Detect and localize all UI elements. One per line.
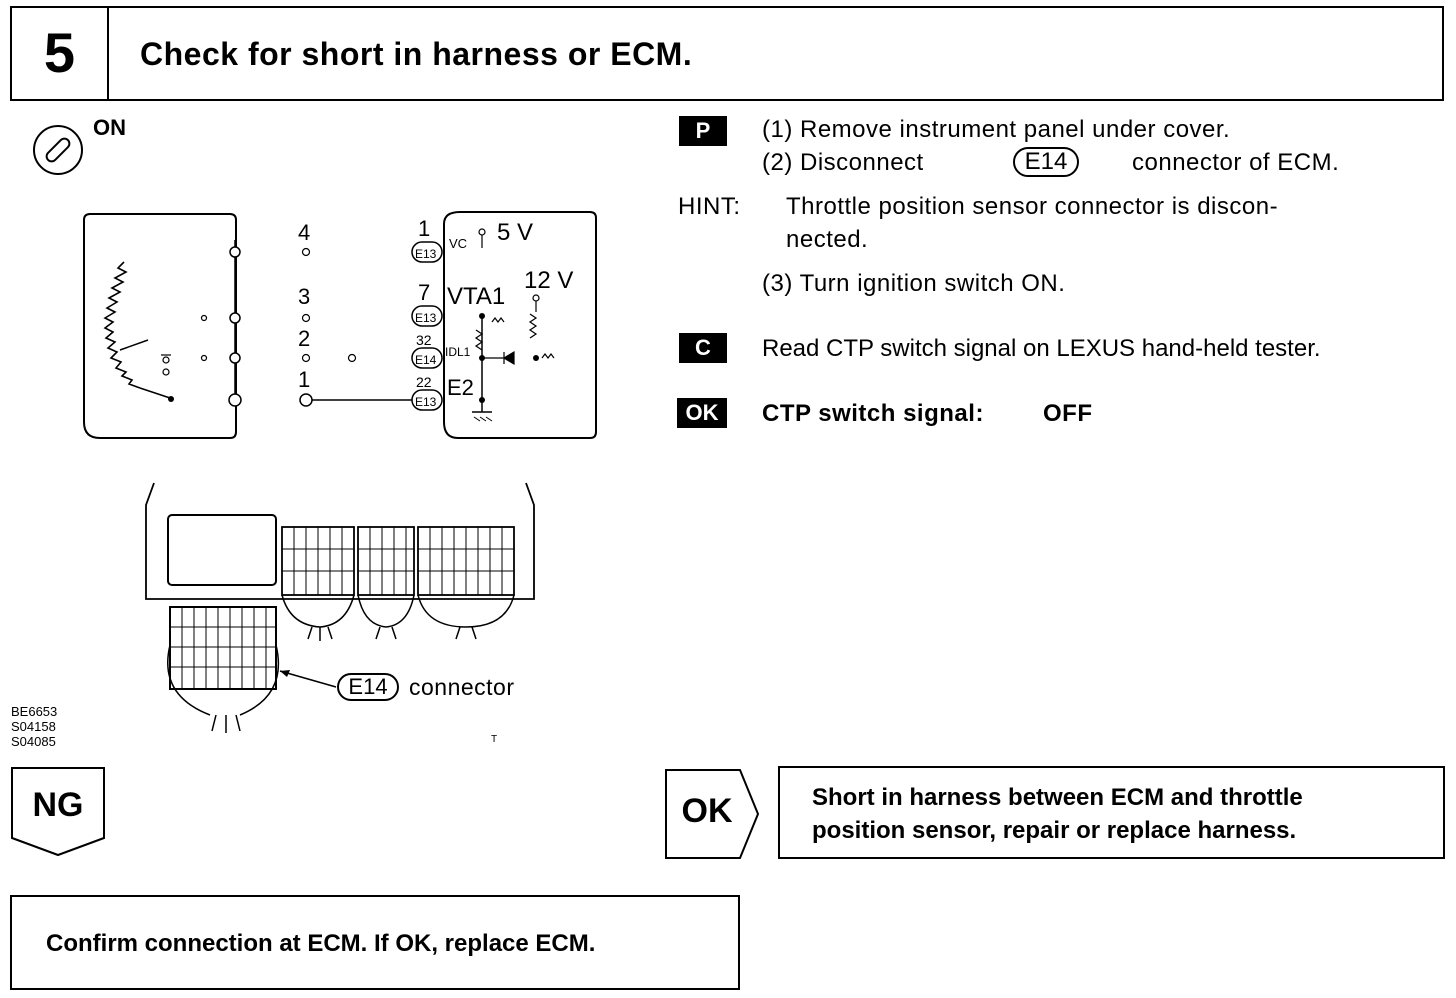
ecm-housing — [443, 211, 597, 439]
ng-result-text: Confirm connection at ECM. If OK, replac… — [46, 930, 596, 957]
figure-code-2: S04158 — [11, 719, 56, 734]
ng-label: NG — [32, 786, 84, 824]
step-number: 5 — [43, 21, 76, 84]
figure-mark: T — [491, 734, 498, 745]
sensor-pin-2: 2 — [298, 326, 310, 351]
step-header: 5 Check for short in harness or ECM. — [10, 6, 1444, 101]
voltage-5v: 5 V — [497, 219, 533, 246]
connector-tag-2: E13 — [415, 311, 437, 325]
ecm-pin-32: 32 — [416, 332, 432, 348]
e14-connector-label: connector — [409, 674, 515, 700]
c-text: Read CTP switch signal on LEXUS hand-hel… — [762, 335, 1321, 362]
connector-tag-4: E13 — [415, 395, 437, 409]
c-tag: C — [679, 333, 727, 363]
terminal-vc: VC — [449, 236, 467, 251]
ok-value: OFF — [1043, 400, 1093, 427]
figure-code-3: S04085 — [11, 734, 56, 749]
figure-code-1: BE6653 — [11, 704, 58, 719]
ecm-pin-22: 22 — [416, 374, 432, 390]
ok-tag: OK — [677, 398, 727, 428]
ng-result-marker — [11, 767, 105, 857]
terminal-e2: E2 — [447, 375, 474, 400]
p-line-2-connector: E14 — [1013, 147, 1079, 177]
ok-result-marker — [665, 769, 760, 859]
sensor-pin-3: 3 — [298, 284, 310, 309]
ng-result-box: Confirm connection at ECM. If OK, replac… — [10, 895, 740, 990]
connector-tag-1: E13 — [415, 247, 437, 261]
ok-result-box: Short in harness between ECM and throttl… — [778, 766, 1445, 859]
wiring-diagram: 4 3 2 1 E13 E13 E14 E13 1 7 32 22 VC VTA… — [83, 211, 597, 439]
ok-result-label: OK — [681, 792, 733, 830]
ignition-key-icon — [33, 125, 83, 175]
throttle-sensor-housing — [83, 213, 237, 439]
terminal-vta1: VTA1 — [447, 283, 505, 310]
ok-result-text-2: position sensor, repair or replace harne… — [812, 817, 1297, 844]
p-tag: P — [679, 116, 727, 146]
e14-connector-tag: E14 — [337, 673, 399, 701]
connector-tag-3: E14 — [415, 353, 437, 367]
ecm-connector-illustration — [145, 482, 535, 733]
ecm-pin-7: 7 — [418, 280, 430, 305]
step-title: Check for short in harness or ECM. — [140, 36, 693, 72]
step-number-cell — [12, 8, 109, 99]
sensor-pin-4: 4 — [298, 220, 310, 245]
terminal-idl1: IDL1 — [445, 345, 471, 359]
p-line-2-prefix: (2) Disconnect — [762, 149, 924, 176]
p-line-1: (1) Remove instrument panel under cover. — [762, 116, 1231, 143]
ecm-pin-1: 1 — [418, 216, 430, 241]
ok-label: CTP switch signal: — [762, 400, 984, 427]
voltage-12v: 12 V — [524, 267, 573, 294]
p-line-2-suffix: connector of ECM. — [1132, 149, 1340, 176]
hint-label: HINT: — [678, 193, 741, 220]
hint-line-1: Throttle position sensor connector is di… — [786, 193, 1279, 220]
ignition-on-label: ON — [93, 115, 126, 140]
p-line-3: (3) Turn ignition switch ON. — [762, 270, 1066, 297]
ok-result-text-1: Short in harness between ECM and throttl… — [812, 784, 1303, 811]
sensor-pin-1: 1 — [298, 367, 310, 392]
hint-line-2: nected. — [786, 226, 869, 253]
